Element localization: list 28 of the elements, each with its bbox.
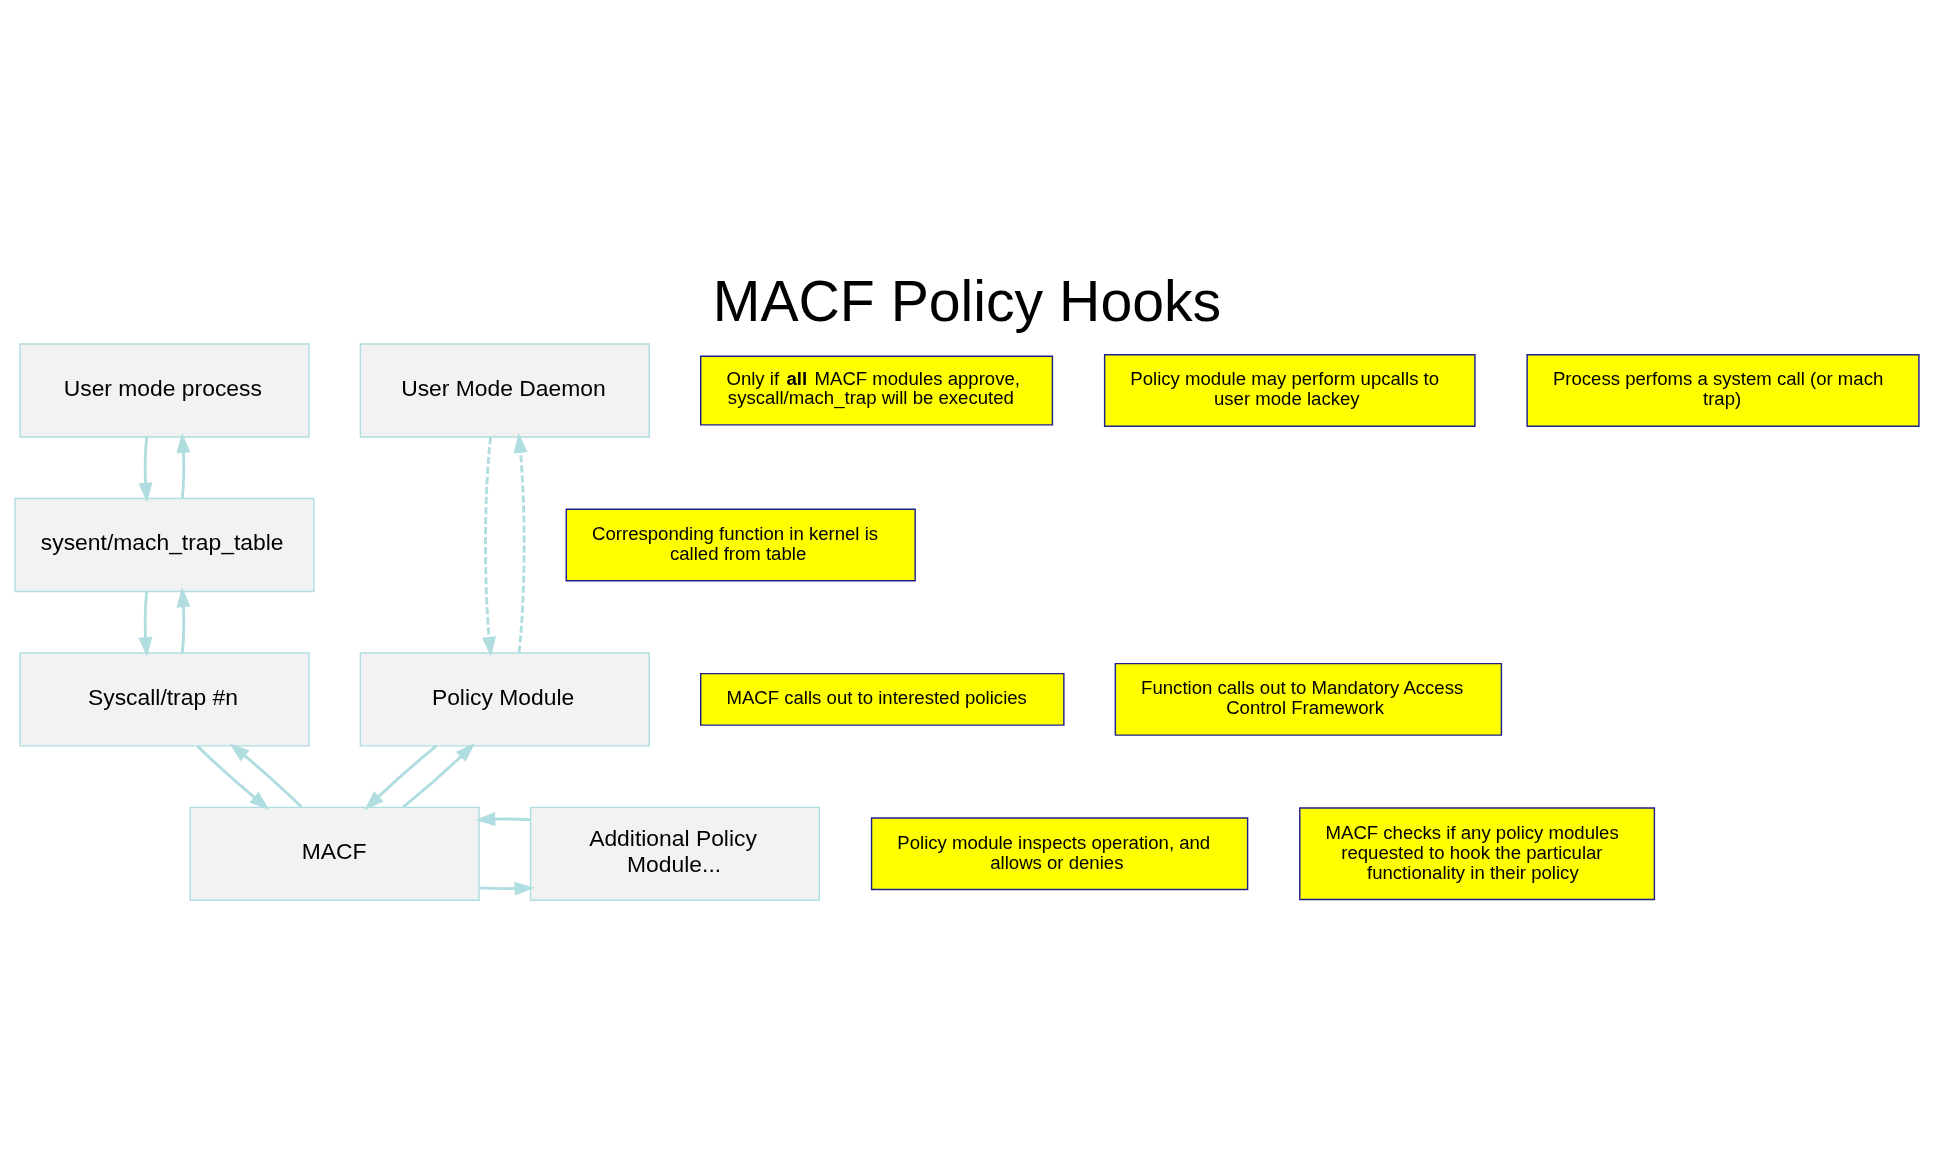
node-box: MACF calls out to interested policies — [699, 672, 1065, 726]
arrow — [475, 812, 531, 827]
arrow — [196, 744, 270, 810]
node-box: Policy Module — [359, 652, 650, 747]
node-box: Policy module inspects operation, and allows or denies — [870, 817, 1249, 891]
node-box: sysent/mach_trap_table — [14, 497, 315, 593]
node-box: MACF — [189, 806, 480, 901]
node-box: Policy module may perform upcalls to user mode lackey — [1103, 354, 1476, 427]
node-box: Only if all MACF modules approve, syscall/mach_trap will be executed — [699, 355, 1054, 426]
arrow — [176, 587, 191, 653]
node-box: User Mode Daemon — [359, 343, 650, 438]
arrow — [364, 744, 438, 811]
arrow — [138, 591, 153, 658]
node-box: Corresponding function in kernel is called from table — [565, 508, 916, 582]
arrow — [482, 437, 496, 657]
arrow — [138, 436, 153, 503]
node-box: Additional Policy Module... — [529, 806, 821, 901]
arrow — [402, 742, 476, 809]
arrow — [229, 743, 303, 809]
node-box: Function calls out to Mandatory Access Control Framework — [1114, 662, 1503, 736]
node-box: MACF checks if any policy modules requested to hook the particular functionality in their policy — [1299, 807, 1656, 901]
node-box: User mode process — [19, 343, 310, 438]
node-box: Syscall/trap #n — [19, 652, 310, 747]
arrow — [176, 432, 191, 499]
arrow — [479, 881, 535, 896]
node-box: Process perfoms a system call (or mach trap) — [1526, 354, 1920, 427]
arrow — [513, 432, 528, 653]
diagram-title: MACF Policy Hooks — [712, 269, 1222, 334]
